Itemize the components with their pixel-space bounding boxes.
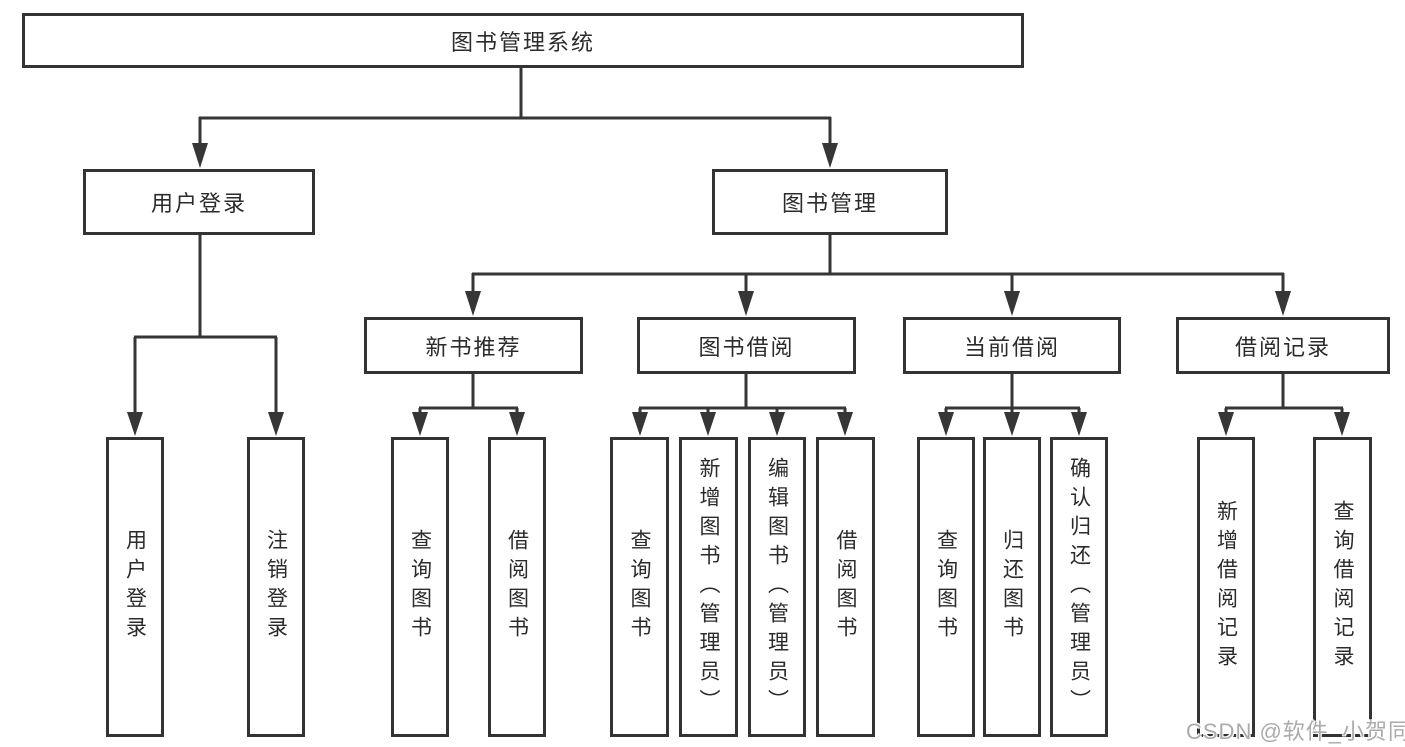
bookmanagement-branch-lines	[471, 235, 1285, 296]
node-leaf-return-books: 归还图书	[983, 437, 1041, 737]
node-leaf-borrow-books: 借阅图书	[816, 437, 875, 737]
node-current-borrowing: 当前借阅	[903, 317, 1121, 374]
node-leaf-query-borrow-record: 查询借阅记录	[1313, 437, 1372, 737]
node-leaf-query-books-current: 查询图书	[917, 437, 975, 737]
node-leaf-confirm-return-admin: 确认归还（管理员）	[1050, 437, 1108, 737]
node-leaf-logout: 注销登录	[247, 437, 305, 737]
node-leaf-query-books-borrow: 查询图书	[610, 437, 669, 737]
csdn-watermark: CSDN @软件_小贺同学	[1186, 719, 1405, 744]
node-user-login: 用户登录	[83, 169, 315, 235]
borrowrecord-branch-lines	[1224, 374, 1344, 420]
node-book-borrowing: 图书借阅	[637, 317, 856, 374]
node-leaf-edit-books-admin: 编辑图书（管理员）	[748, 437, 806, 737]
node-leaf-add-books-admin: 新增图书（管理员）	[679, 437, 738, 737]
userlogin-branch-lines	[133, 235, 278, 420]
node-leaf-user-login: 用户登录	[106, 437, 164, 737]
arrowheads	[127, 143, 1350, 436]
node-borrowing-records: 借阅记录	[1176, 317, 1390, 374]
root-to-level2-lines	[198, 68, 832, 148]
bookborrow-branch-lines	[638, 374, 847, 420]
node-leaf-add-borrow-record: 新增借阅记录	[1197, 437, 1255, 737]
node-book-management: 图书管理	[712, 169, 948, 235]
node-leaf-query-books-recommend: 查询图书	[391, 437, 449, 737]
node-library-management-system: 图书管理系统	[22, 13, 1024, 68]
node-new-book-recommendation: 新书推荐	[364, 317, 583, 374]
newbook-branch-lines	[418, 374, 519, 420]
node-leaf-borrow-books-recommend: 借阅图书	[488, 437, 546, 737]
